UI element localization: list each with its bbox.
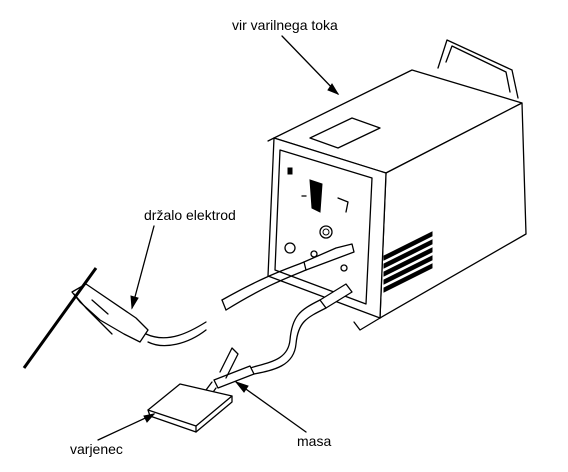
switch-icon <box>287 167 293 175</box>
workpiece-plate <box>147 383 233 433</box>
welding-machine <box>267 39 527 331</box>
vent-slots <box>383 231 433 293</box>
electrode-holder <box>22 267 149 369</box>
electrode-rod <box>22 267 98 369</box>
power-source-label: vir varilnega toka <box>232 17 338 33</box>
selector-knob-icon <box>309 179 323 213</box>
leader-lines <box>97 35 340 441</box>
electrode-cable <box>145 243 355 347</box>
electrode-holder-label: držalo elektrod <box>144 207 236 223</box>
dial-knob-icon <box>284 242 296 254</box>
workpiece-label: varjenec <box>70 441 123 457</box>
ground-clamp-label: masa <box>297 433 332 449</box>
ground-cable <box>249 283 353 375</box>
